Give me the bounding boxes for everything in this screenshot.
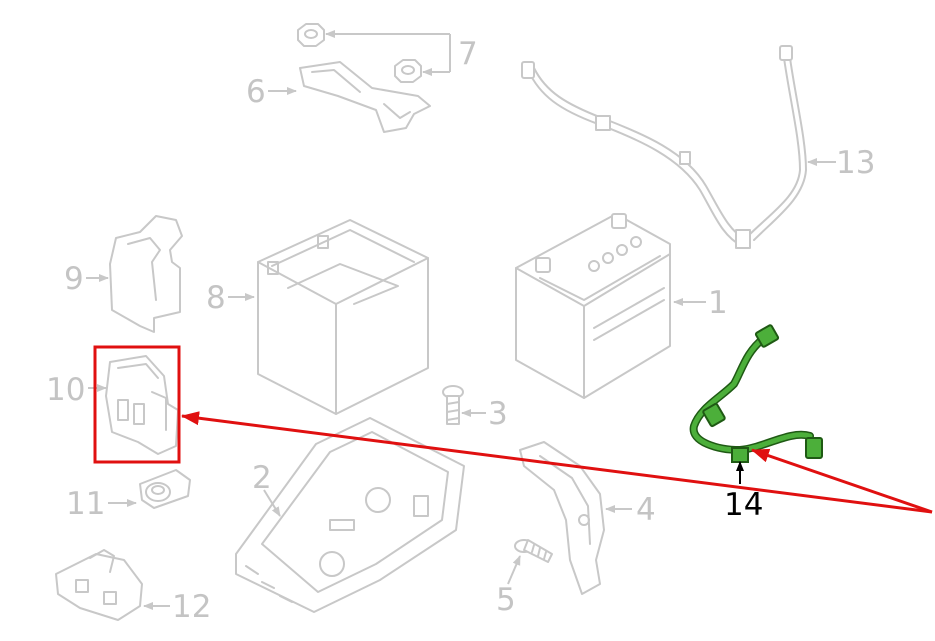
part-2-battery-tray — [235, 417, 465, 613]
part-4-bracket — [519, 441, 632, 595]
label-part-5: 5 — [496, 582, 516, 618]
callout-arrow-to-part-14 — [751, 448, 933, 514]
label-part-11: 11 — [66, 486, 105, 522]
part-8-battery-box — [228, 219, 429, 415]
part-13-cable — [521, 45, 836, 249]
label-part-6: 6 — [246, 74, 266, 110]
label-part-3: 3 — [488, 396, 508, 432]
label-part-14: 14 — [724, 487, 763, 523]
label-part-10: 10 — [46, 372, 85, 408]
label-part-9: 9 — [64, 261, 84, 297]
part-12-connector — [55, 549, 170, 621]
part-5-bolt — [507, 539, 553, 585]
part-10-fuse-block — [88, 355, 179, 455]
label-part-1: 1 — [708, 285, 728, 321]
part-11-sensor — [108, 469, 191, 509]
label-part-13: 13 — [836, 145, 875, 181]
label-part-12: 12 — [172, 589, 211, 625]
callout-arrow-to-part-10 — [181, 411, 933, 514]
part-6-bracket — [268, 61, 431, 133]
label-part-2: 2 — [252, 460, 272, 496]
part-9-cover — [86, 215, 183, 333]
label-part-4: 4 — [636, 492, 656, 528]
part-7-nuts — [297, 23, 451, 83]
label-part-7: 7 — [458, 36, 478, 72]
part-3-bolt — [442, 385, 486, 425]
label-part-8: 8 — [206, 280, 226, 316]
part-14-cable-highlighted — [689, 324, 823, 484]
callout-box-part-10 — [93, 345, 181, 464]
part-1-battery — [515, 213, 706, 399]
